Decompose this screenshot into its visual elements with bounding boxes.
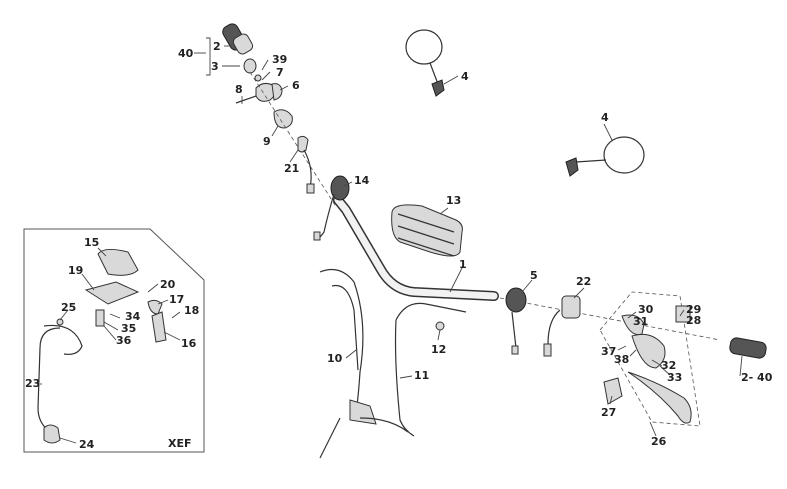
brake-assembly-region <box>599 291 701 427</box>
callout-4-right-mirror: 4 <box>601 111 609 124</box>
right-grip <box>729 337 767 359</box>
callout-2: 2 <box>213 40 221 53</box>
switch-22 <box>543 295 581 357</box>
callout-16: 16 <box>181 337 197 350</box>
callout-34: 34 <box>125 310 141 323</box>
callout-13: 13 <box>446 194 461 207</box>
callout-27: 27 <box>601 406 616 419</box>
callout-20: 20 <box>160 278 176 291</box>
callout-25: 25 <box>61 301 76 314</box>
callout-36: 36 <box>116 334 132 347</box>
callout-30: 30 <box>638 303 654 316</box>
callout-23: 23 <box>25 377 40 390</box>
callout-1: 1 <box>459 258 467 271</box>
callout-22: 22 <box>576 275 591 288</box>
callout-14: 14 <box>354 174 370 187</box>
callout-6: 6 <box>292 79 300 92</box>
mirror-left <box>405 29 445 97</box>
mirror-right <box>565 136 645 177</box>
callout-37: 37 <box>601 345 616 358</box>
callout-39: 39 <box>272 53 287 66</box>
callout-7: 7 <box>276 66 284 79</box>
brake-lever-26 <box>603 305 692 424</box>
callout-38: 38 <box>614 353 629 366</box>
callout-18: 18 <box>184 304 199 317</box>
callout-9: 9 <box>263 135 271 148</box>
switch-housing-5 <box>505 287 527 355</box>
cables <box>319 269 467 459</box>
callout-17: 17 <box>169 293 184 306</box>
left-grip-assembly <box>222 23 293 129</box>
inset-frame <box>23 228 205 453</box>
inset-variant-code: XEF <box>168 437 192 450</box>
callout-10: 10 <box>327 352 343 365</box>
callout-29: 29 <box>686 303 701 316</box>
callout-24: 24 <box>79 438 95 451</box>
leader-lines <box>40 37 743 444</box>
callout-28: 28 <box>686 314 701 327</box>
callout-33: 33 <box>667 371 682 384</box>
callout-3: 3 <box>211 60 219 73</box>
callout-35: 35 <box>121 322 136 335</box>
instrument-cluster-13 <box>391 204 463 257</box>
callout-26: 26 <box>651 435 667 448</box>
throttle-14 <box>313 175 350 241</box>
callout-11: 11 <box>414 369 429 382</box>
callout-40: 40 <box>178 47 194 60</box>
callout-8: 8 <box>235 83 243 96</box>
callout-2-40: 2- 40 <box>741 371 773 384</box>
callout-12: 12 <box>431 343 446 356</box>
callout-32: 32 <box>661 359 676 372</box>
callout-15: 15 <box>84 236 99 249</box>
switch-21 <box>297 135 315 194</box>
callout-19: 19 <box>68 264 83 277</box>
callout-4-left-mirror: 4 <box>461 70 469 83</box>
inset-contents <box>37 248 167 444</box>
callout-31: 31 <box>633 315 648 328</box>
callout-5: 5 <box>530 269 538 282</box>
callout-21: 21 <box>284 162 299 175</box>
callout-labels: 40 2 3 39 7 6 8 9 21 4 4 14 13 1 5 22 10… <box>25 40 773 451</box>
